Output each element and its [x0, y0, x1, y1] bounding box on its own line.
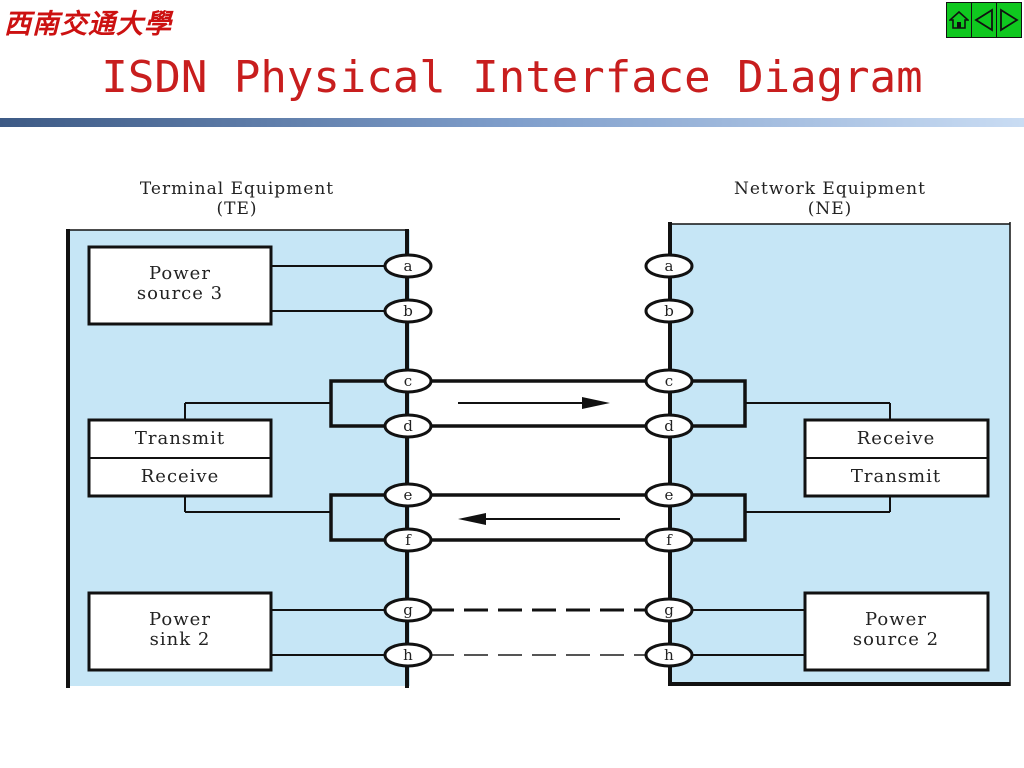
home-icon	[949, 10, 969, 29]
ne-heading-line1: Network Equipment	[734, 179, 926, 199]
ne-wiring	[690, 402, 891, 656]
te-pin-a-label: a	[404, 257, 413, 275]
ne-pin-e-label: e	[665, 486, 674, 504]
te-transmit-label: Transmit	[135, 428, 225, 449]
te-pin-a: a	[383, 253, 433, 279]
ne-pin-b-label: b	[664, 302, 674, 320]
interconnect-lines	[430, 379, 645, 656]
ne-pin-a-label: a	[665, 257, 674, 275]
triangle-left-icon	[974, 8, 993, 32]
te-wiring	[184, 265, 385, 656]
previous-button[interactable]	[972, 3, 997, 37]
te-heading-line2: (TE)	[216, 199, 257, 219]
ne-transmit-label: Transmit	[851, 466, 941, 487]
arrow-left-icon	[458, 513, 620, 525]
te-pin-h: h	[383, 642, 433, 668]
te-heading-line1: Terminal Equipment	[140, 179, 334, 199]
ne-pin-h: h	[644, 642, 694, 668]
ne-pin-d: d	[644, 413, 694, 439]
ne-pin-f-label: f	[666, 531, 673, 549]
te-pin-f: f	[383, 527, 433, 553]
te-power-source-box	[87, 245, 273, 326]
ne-pin-c-label: c	[665, 372, 673, 390]
te-pin-g-label: g	[403, 601, 413, 619]
ne-power-source-line1: Power	[865, 609, 927, 630]
ne-pin-b: b	[644, 298, 694, 324]
ne-pin-a: a	[644, 253, 694, 279]
ne-power-source-box	[803, 591, 990, 672]
te-pin-c: c	[383, 368, 433, 394]
ne-pin-f: f	[644, 527, 694, 553]
te-pins: a b c d e f g h	[383, 253, 433, 668]
university-logo: 西南交通大學	[4, 9, 172, 40]
home-button[interactable]	[947, 3, 972, 37]
te-pin-c-label: c	[404, 372, 412, 390]
arrow-right-icon	[458, 397, 610, 409]
te-pin-b: b	[383, 298, 433, 324]
title-underline	[0, 118, 1024, 127]
te-power-source-line1: Power	[149, 263, 211, 284]
ne-pins: a b c d e f g h	[644, 253, 694, 668]
te-receive-label: Receive	[141, 466, 220, 487]
te-pin-d-label: d	[403, 417, 413, 435]
te-pin-h-label: h	[403, 646, 413, 664]
te-power-sink-line1: Power	[149, 609, 211, 630]
ne-heading-line2: (NE)	[808, 199, 853, 219]
te-power-source-line2: source 3	[137, 283, 223, 304]
te-pin-g: g	[383, 597, 433, 623]
te-pin-b-label: b	[403, 302, 413, 320]
te-pin-d: d	[383, 413, 433, 439]
triangle-right-icon	[1000, 8, 1019, 32]
ne-receive-label: Receive	[857, 428, 936, 449]
ne-pin-g: g	[644, 597, 694, 623]
page-title: ISDN Physical Interface Diagram	[101, 52, 923, 103]
te-pin-e-label: e	[404, 486, 413, 504]
ne-pin-c: c	[644, 368, 694, 394]
te-pin-f-label: f	[405, 531, 412, 549]
nav-toolbar	[946, 2, 1022, 38]
ne-pin-d-label: d	[664, 417, 674, 435]
te-power-sink-line2: sink 2	[150, 629, 211, 650]
ne-power-source-line2: source 2	[853, 629, 939, 650]
te-pin-e: e	[383, 482, 433, 508]
te-power-sink-box	[87, 591, 273, 672]
ne-pin-g-label: g	[664, 601, 674, 619]
next-button[interactable]	[997, 3, 1021, 37]
ne-pin-h-label: h	[664, 646, 674, 664]
ne-pin-e: e	[644, 482, 694, 508]
